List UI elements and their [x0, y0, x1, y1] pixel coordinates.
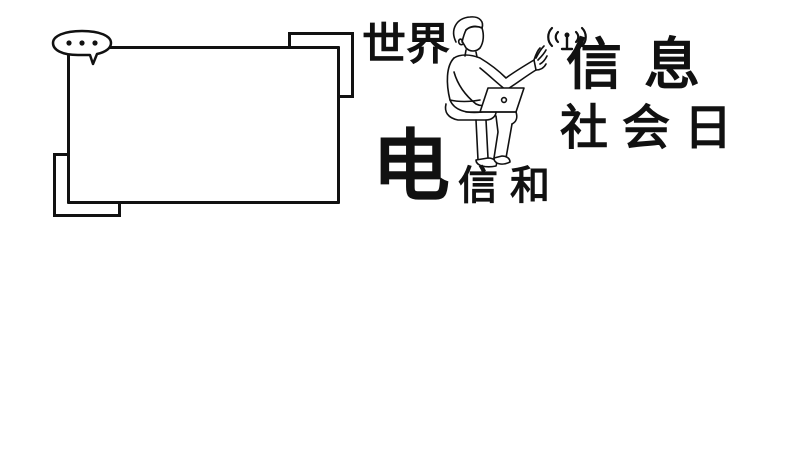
title-shijie: 世界 — [362, 19, 450, 70]
title-xinxi: 信息 — [566, 33, 722, 98]
title-xinhe: 信和 — [458, 163, 562, 209]
content-frame — [67, 46, 340, 204]
speech-bubble-icon — [51, 29, 113, 66]
person-with-laptop-illustration — [444, 16, 548, 168]
title-shehuiri: 社会日 — [560, 100, 747, 156]
antenna-signal-icon — [547, 26, 587, 51]
title-dian: 电 — [372, 122, 451, 212]
